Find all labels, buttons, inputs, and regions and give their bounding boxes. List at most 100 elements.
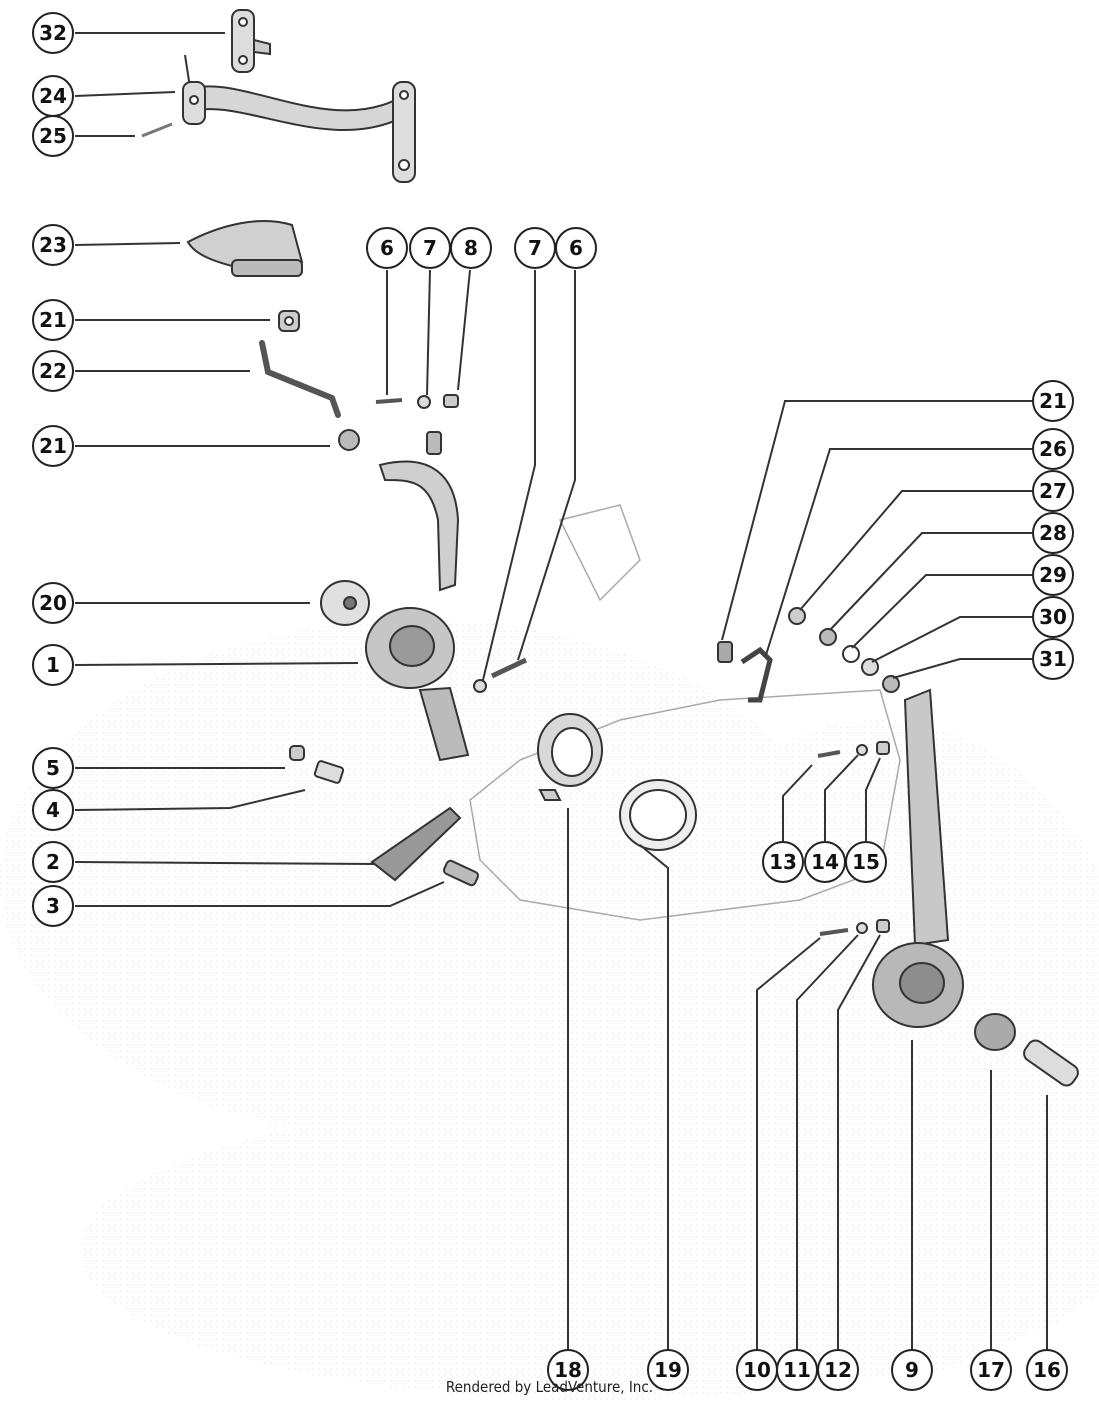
part-19-seal: [619, 779, 697, 851]
callout-bubbles: 32 24 25 23 21 22 21 20 1 5 4 2 3 6 7 8 …: [32, 12, 1074, 1391]
background-texture: [0, 620, 1099, 1400]
callout-10: 10: [736, 1349, 778, 1391]
callout-11-label: 11: [783, 1358, 811, 1382]
callout-2: 2: [32, 841, 74, 883]
callout-28-label: 28: [1039, 521, 1067, 545]
callout-21-mid: 21: [32, 425, 74, 467]
part-9-hub: [872, 942, 964, 1028]
callout-7-top-label: 7: [423, 236, 437, 260]
callout-9-label: 9: [905, 1358, 919, 1382]
callout-1-label: 1: [46, 653, 60, 677]
callout-30-label: 30: [1039, 605, 1067, 629]
callout-32: 32: [32, 12, 74, 54]
callout-26-label: 26: [1039, 437, 1067, 461]
callout-23: 23: [32, 224, 74, 266]
part-linkage-arm: [378, 431, 460, 592]
callout-8-label: 8: [464, 236, 478, 260]
callout-14-label: 14: [811, 850, 839, 874]
callout-20: 20: [32, 582, 74, 624]
callout-20-label: 20: [39, 591, 67, 615]
part-10-12-fasteners: [819, 919, 890, 936]
callout-6-top-label: 6: [380, 236, 394, 260]
callout-13: 13: [762, 841, 804, 883]
part-3-screw: [442, 859, 480, 887]
callout-3: 3: [32, 885, 74, 927]
callout-17: 17: [970, 1349, 1012, 1391]
callout-21-right-label: 21: [1039, 389, 1067, 413]
callout-31: 31: [1032, 638, 1074, 680]
callout-21-top-label: 21: [39, 308, 67, 332]
callout-12-label: 12: [824, 1358, 852, 1382]
leader-lines: [74, 32, 1048, 1350]
callout-24-label: 24: [39, 84, 67, 108]
callout-32-label: 32: [39, 21, 67, 45]
callout-16: 16: [1026, 1349, 1068, 1391]
callout-7-top: 7: [409, 227, 451, 269]
callout-12: 12: [817, 1349, 859, 1391]
callout-21-mid-label: 21: [39, 434, 67, 458]
callout-18: 18: [547, 1349, 589, 1391]
callout-31-label: 31: [1039, 647, 1067, 671]
part-2-slide: [370, 806, 462, 882]
callout-7-right-label: 7: [528, 236, 542, 260]
callout-24: 24: [32, 75, 74, 117]
callout-7-right: 7: [514, 227, 556, 269]
callout-6-top: 6: [366, 227, 408, 269]
part-25-screw: [141, 122, 173, 138]
callout-23-label: 23: [39, 233, 67, 257]
callout-6-right: 6: [555, 227, 597, 269]
part-6-7-screw: [473, 657, 528, 693]
callout-13-label: 13: [769, 850, 797, 874]
callout-22-label: 22: [39, 359, 67, 383]
callout-30: 30: [1032, 596, 1074, 638]
part-13-15-fasteners: [817, 741, 890, 758]
part-17-nut: [974, 1013, 1016, 1051]
callout-9: 9: [891, 1349, 933, 1391]
part-24-strap: [182, 54, 416, 183]
callout-14: 14: [804, 841, 846, 883]
part-16-bolt: [1023, 1039, 1079, 1087]
callout-29: 29: [1032, 554, 1074, 596]
callout-25-label: 25: [39, 124, 67, 148]
callout-27: 27: [1032, 470, 1074, 512]
part-21-nut-top: [278, 310, 300, 332]
callout-18-label: 18: [554, 1358, 582, 1382]
part-21-nut-lower: [338, 429, 360, 451]
part-22-link-rod: [259, 340, 341, 418]
callout-19: 19: [647, 1349, 689, 1391]
footer-credit: Rendered by LeadVenture, Inc.: [445, 1378, 654, 1396]
callout-26: 26: [1032, 428, 1074, 470]
callout-22: 22: [32, 350, 74, 392]
callout-17-label: 17: [977, 1358, 1005, 1382]
callout-29-label: 29: [1039, 563, 1067, 587]
part-5-pin: [289, 745, 305, 761]
parts: [141, 9, 1079, 1087]
housing-outline: [469, 504, 901, 921]
callout-15-label: 15: [852, 850, 880, 874]
callout-27-label: 27: [1039, 479, 1067, 503]
part-20-washer: [320, 580, 370, 626]
callout-21-top: 21: [32, 299, 74, 341]
callout-3-label: 3: [46, 894, 60, 918]
callout-25: 25: [32, 115, 74, 157]
part-23-shoe: [186, 220, 304, 277]
part-32-bracket: [231, 9, 271, 73]
callout-21-right: 21: [1032, 380, 1074, 422]
callout-16-label: 16: [1033, 1358, 1061, 1382]
callout-28: 28: [1032, 512, 1074, 554]
callout-8: 8: [450, 227, 492, 269]
callout-5-label: 5: [46, 756, 60, 780]
part-18-bushing: [537, 713, 603, 801]
callout-15: 15: [845, 841, 887, 883]
part-21-26-lever: [717, 641, 773, 703]
part-4-spring: [313, 760, 345, 784]
callout-2-label: 2: [46, 850, 60, 874]
part-9-arm: [903, 688, 950, 947]
callout-4-label: 4: [46, 798, 60, 822]
callout-10-label: 10: [743, 1358, 771, 1382]
part-6-7-8-fasteners: [375, 394, 459, 409]
part-1-lever: [365, 607, 470, 762]
callout-6-right-label: 6: [569, 236, 583, 260]
